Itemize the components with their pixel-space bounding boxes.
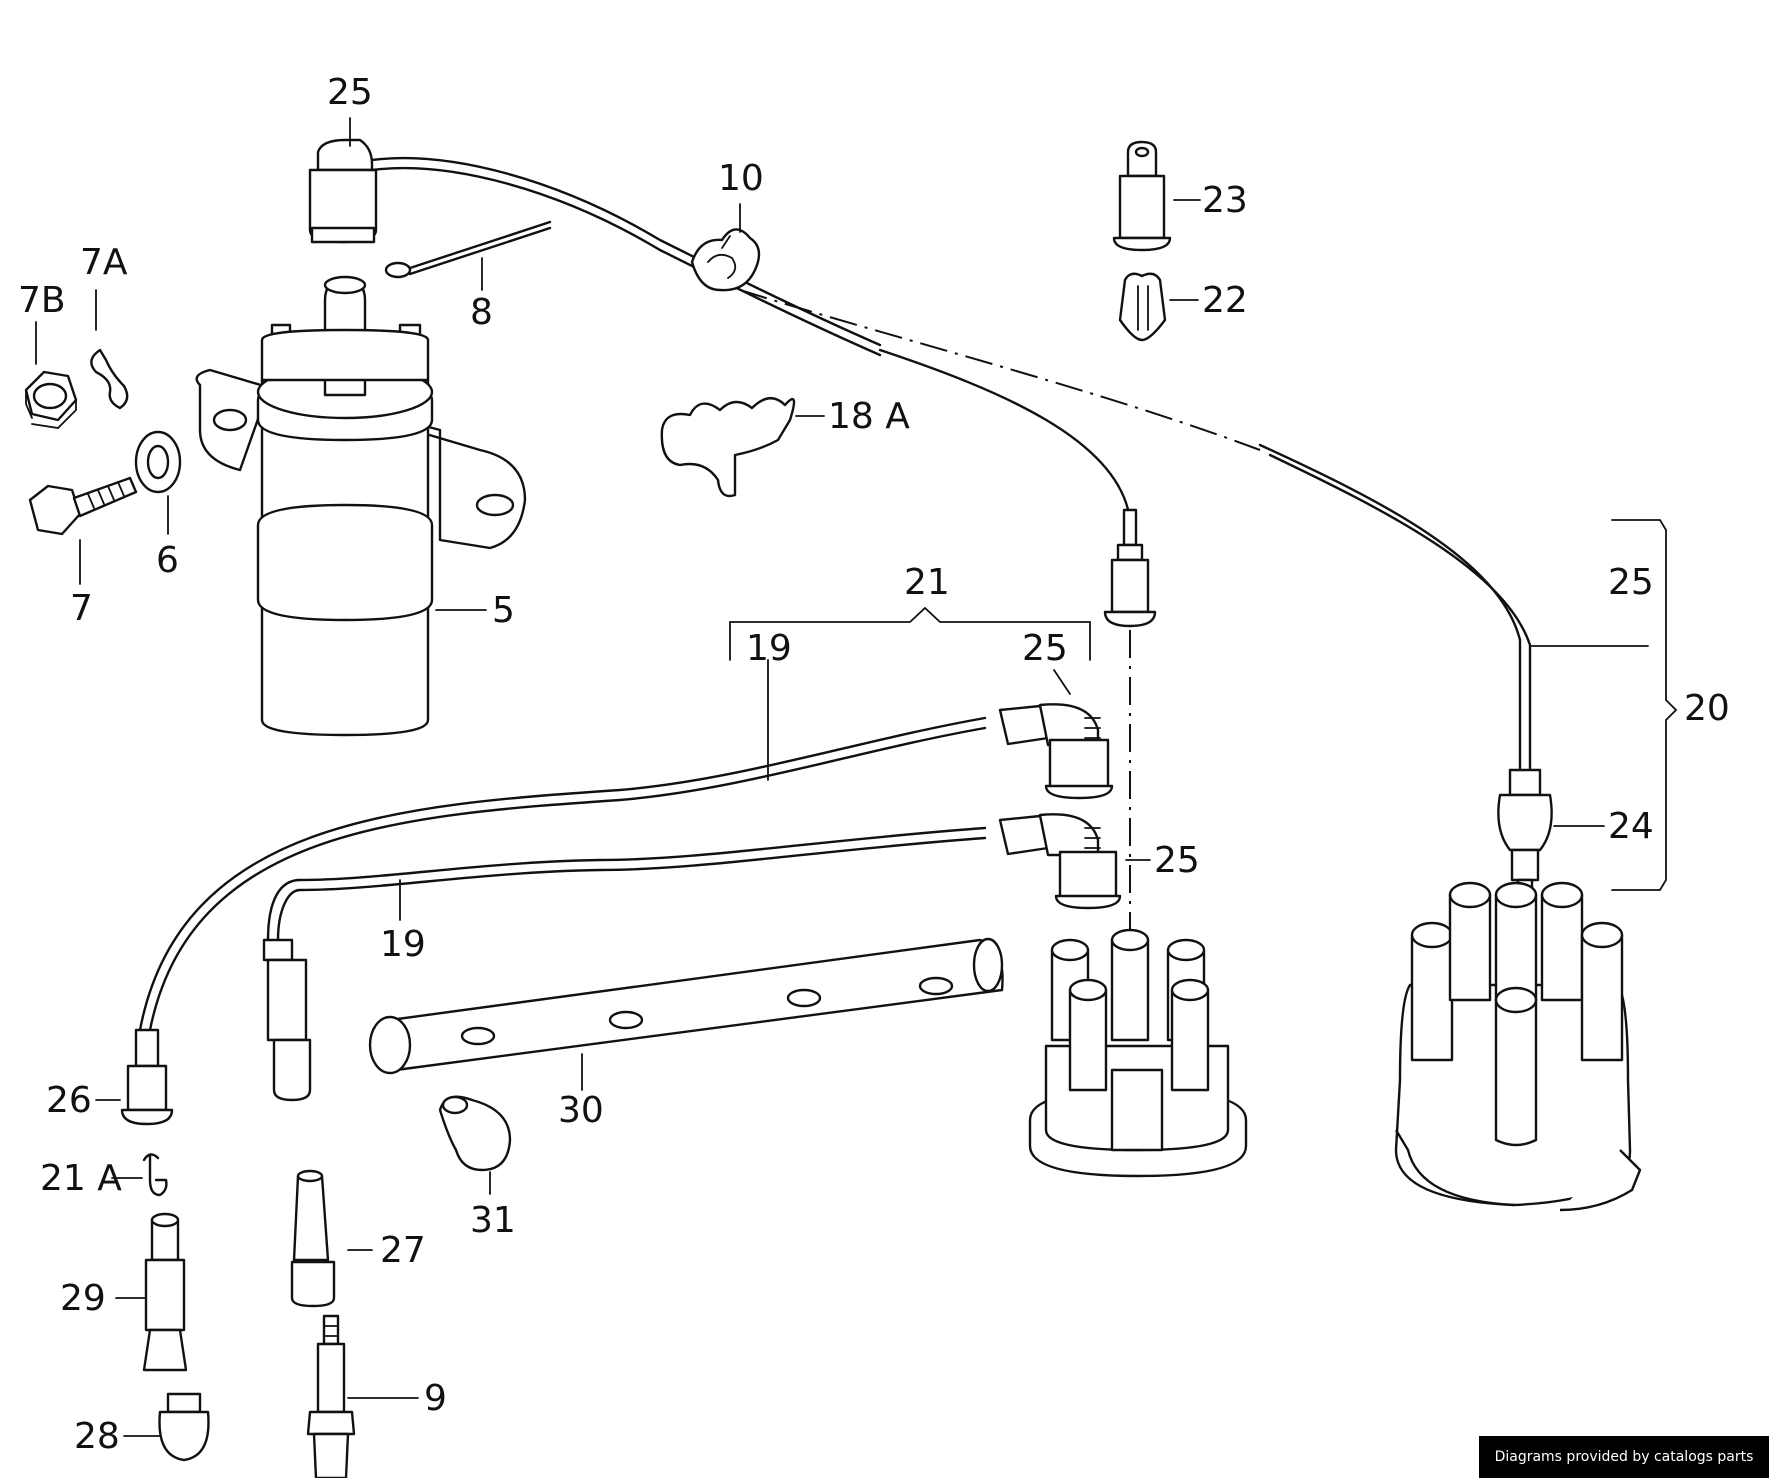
label-9: 9 xyxy=(424,1378,447,1419)
clip-10 xyxy=(690,228,761,292)
label-28: 28 xyxy=(74,1416,120,1457)
cap-23 xyxy=(1112,140,1172,252)
label-25-cap2: 25 xyxy=(1154,840,1200,881)
label-22: 22 xyxy=(1202,280,1248,321)
credit-text: Diagrams provided by catalogs parts xyxy=(1494,1449,1754,1465)
ignition-coil xyxy=(195,275,527,737)
label-25-bracket: 25 xyxy=(1608,562,1654,603)
spring-washer-7a xyxy=(90,348,129,410)
label-7a: 7A xyxy=(80,242,128,283)
leader-lines xyxy=(35,117,1649,1437)
coil-lead-cap xyxy=(308,138,378,244)
label-10: 10 xyxy=(718,158,764,199)
label-27: 27 xyxy=(380,1230,426,1271)
label-29: 29 xyxy=(60,1278,106,1319)
plug-lead-19-lower xyxy=(266,826,987,942)
boot-24 xyxy=(1497,768,1553,902)
label-21a: 21 A xyxy=(40,1158,122,1199)
connector-29 xyxy=(142,1212,188,1372)
angled-boot-upper xyxy=(998,703,1114,800)
protective-tube-30 xyxy=(368,937,1004,1075)
label-8: 8 xyxy=(470,292,493,333)
distributor-cap-left xyxy=(1028,928,1248,1178)
distributor-cap-right xyxy=(1394,881,1642,1212)
label-31: 31 xyxy=(470,1200,516,1241)
clip-31 xyxy=(438,1095,512,1172)
spark-plug-9 xyxy=(306,1314,356,1478)
label-19-top: 19 xyxy=(746,628,792,669)
label-7: 7 xyxy=(70,588,93,629)
distributor-lead-boot xyxy=(1103,508,1157,628)
label-25-cap1: 25 xyxy=(1022,628,1068,669)
wire-holder-18a xyxy=(660,397,796,498)
angled-boot-lower xyxy=(998,813,1122,910)
washer-6 xyxy=(134,430,182,494)
lead-path-dashed xyxy=(739,289,1261,451)
bolt-7 xyxy=(28,476,138,536)
bracket-20 xyxy=(1611,519,1678,891)
nut-7b xyxy=(24,370,78,429)
boot-27 xyxy=(290,1169,336,1308)
plug-lead-19-upper xyxy=(138,716,987,1032)
label-26: 26 xyxy=(46,1080,92,1121)
label-25-top: 25 xyxy=(327,72,373,113)
credit-banner: Diagrams provided by catalogs parts xyxy=(1479,1436,1769,1478)
label-7b: 7B xyxy=(18,280,66,321)
label-30: 30 xyxy=(558,1090,604,1131)
cap-28 xyxy=(158,1392,210,1462)
clip-22 xyxy=(1118,272,1167,342)
bracket-21 xyxy=(729,606,1091,661)
label-21: 21 xyxy=(904,562,950,603)
label-18a: 18 A xyxy=(828,396,910,437)
label-5: 5 xyxy=(492,590,515,631)
label-20: 20 xyxy=(1684,688,1730,729)
label-24: 24 xyxy=(1608,806,1654,847)
lead-wire-to-24 xyxy=(1258,443,1532,772)
label-19-bottom: 19 xyxy=(380,924,426,965)
lead-to-cap-1 xyxy=(878,348,1132,522)
ground-wire-8 xyxy=(384,220,552,279)
label-23: 23 xyxy=(1202,180,1248,221)
clip-21a xyxy=(142,1153,168,1197)
label-6: 6 xyxy=(156,540,179,581)
boot-19-lower xyxy=(262,938,312,1102)
callout-labels: 25 10 23 22 7A 7B 8 18 A 6 7 5 21 25 20 … xyxy=(18,72,1730,1457)
boot-26 xyxy=(120,1028,174,1126)
